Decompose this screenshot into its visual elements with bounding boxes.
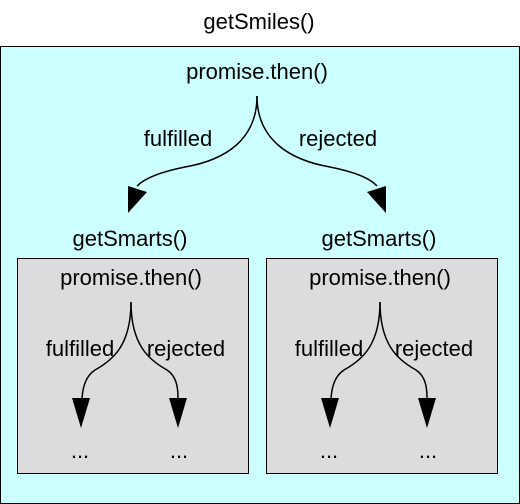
left-get-smarts-box — [17, 258, 249, 474]
outer-promise-then: promise.then() — [186, 59, 328, 84]
left-fulfilled-arrow-line — [81, 301, 132, 399]
right-ellipsis-fulfilled: ... — [319, 438, 339, 463]
left-ellipsis-fulfilled: ... — [70, 438, 90, 463]
outer-fulfilled-arrowhead — [128, 186, 147, 213]
outer-fulfilled-label: fulfilled — [143, 126, 213, 151]
left-fulfilled-arrowhead — [72, 398, 90, 428]
get-smiles-title: getSmiles() — [203, 9, 315, 34]
left-rejected-label: rejected — [146, 336, 226, 361]
right-ellipsis-rejected: ... — [418, 438, 438, 463]
left-get-smarts-title: getSmarts() — [72, 226, 188, 251]
right-fulfilled-arrow-line — [330, 301, 381, 399]
outer-rejected-arrow-line — [256, 95, 378, 187]
left-fulfilled-label: fulfilled — [45, 336, 115, 361]
right-rejected-arrow-line — [379, 301, 428, 399]
right-get-smarts-title: getSmarts() — [321, 226, 437, 251]
right-rejected-label: rejected — [394, 336, 474, 361]
left-ellipsis-rejected: ... — [169, 438, 189, 463]
outer-rejected-label: rejected — [298, 126, 378, 151]
left-rejected-arrowhead — [169, 398, 187, 428]
right-promise-then: promise.then() — [309, 265, 451, 290]
right-rejected-arrowhead — [418, 398, 436, 428]
right-fulfilled-arrowhead — [321, 398, 339, 428]
outer-fulfilled-arrow-line — [136, 95, 258, 187]
left-promise-then: promise.then() — [60, 265, 202, 290]
outer-rejected-arrowhead — [367, 186, 386, 213]
right-fulfilled-label: fulfilled — [294, 336, 364, 361]
right-get-smarts-box — [266, 258, 498, 474]
left-rejected-arrow-line — [130, 301, 179, 399]
